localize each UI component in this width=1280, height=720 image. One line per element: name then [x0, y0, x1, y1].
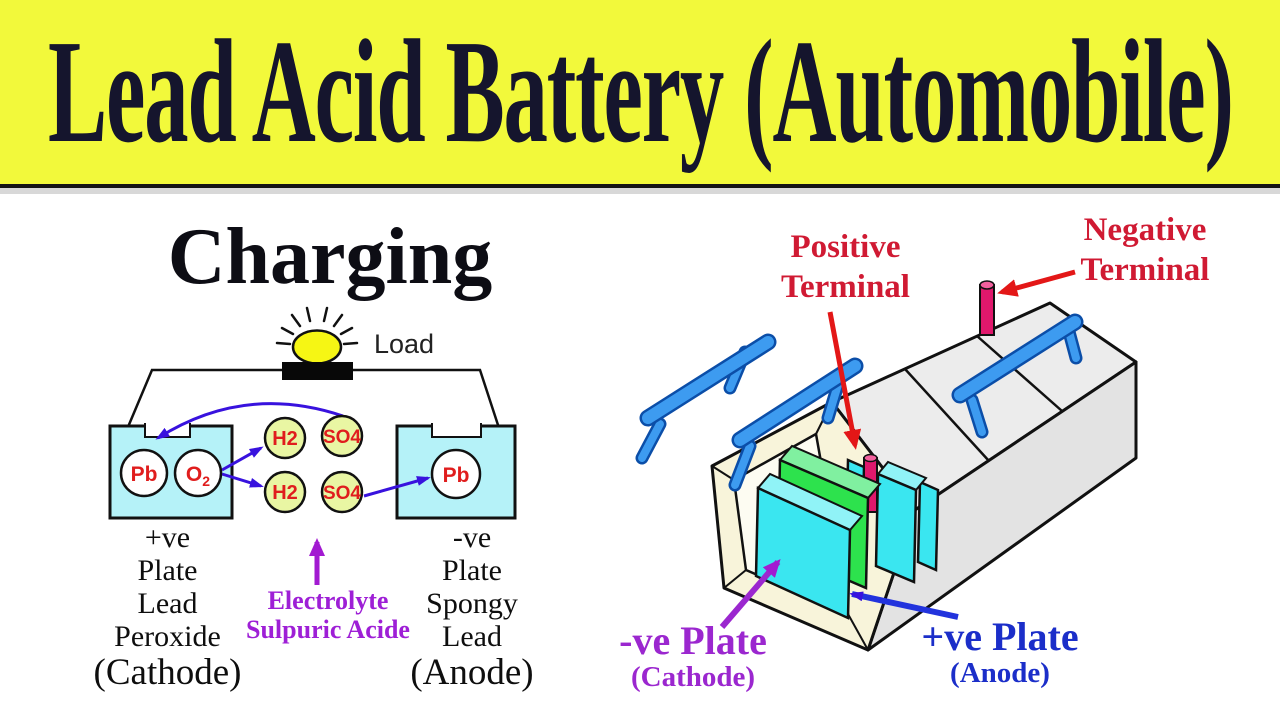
wire-right	[353, 368, 500, 426]
label-plate: Plate	[137, 554, 198, 587]
positive-plate-title: +ve Plate	[921, 614, 1079, 659]
battery-3d-illustration	[635, 269, 1138, 652]
load-label: Load	[374, 329, 435, 359]
cyan-plate-back-1	[874, 472, 918, 584]
so4-top-label: SO4	[323, 427, 361, 448]
o2-label: O2	[186, 463, 210, 489]
bulb-base	[282, 362, 353, 380]
electrolyte-label: Electrolyte Sulpuric Acide	[228, 586, 428, 644]
cell-divider-2	[976, 335, 1063, 412]
negative-plate-subtitle: (Cathode)	[630, 661, 756, 693]
label-peroxide: Peroxide	[114, 620, 221, 653]
electrolyte-line-2: Sulpuric Acide	[246, 615, 410, 644]
label-lead-2: Lead	[442, 620, 502, 653]
label-anode: (Anode)	[410, 652, 534, 693]
pb-left-label: Pb	[131, 463, 158, 486]
charging-title: Charging	[167, 213, 493, 301]
cathode-label-column: +ve Plate Lead Peroxide (Cathode)	[85, 521, 250, 693]
so4-bottom-label: SO4	[323, 483, 361, 504]
connector-bar-outer-left	[635, 333, 777, 465]
cyan-plate-back-2	[916, 480, 940, 572]
label-cathode: (Cathode)	[93, 652, 242, 693]
positive-plate-arrow	[849, 591, 959, 620]
o2-sub: 2	[202, 473, 210, 489]
load-bulb-icon	[291, 329, 343, 365]
positive-terminal-line-2: Terminal	[781, 269, 910, 305]
negative-terminal-label: Negative Terminal	[1060, 210, 1230, 290]
pb-circle-left	[119, 448, 169, 498]
label-lead: Lead	[137, 587, 198, 620]
connector-bar-top-face	[951, 313, 1084, 439]
arrow-so4-to-anode	[363, 476, 431, 498]
cyan-plate-front	[754, 486, 852, 620]
arrow-o2-to-h2-top	[221, 446, 264, 472]
so4-circle-top	[320, 414, 364, 458]
positive-plate-label: +ve Plate (Anode)	[900, 616, 1100, 689]
so4-circle-bottom	[320, 470, 364, 514]
anode-label-column: -ve Plate Spongy Lead (Anode)	[392, 521, 552, 693]
arrow-o2-to-h2-bottom	[221, 472, 264, 488]
negative-terminal-line-2: Terminal	[1080, 252, 1210, 288]
h2-circle-top	[263, 416, 307, 460]
arrow-so4-to-cathode	[155, 402, 344, 440]
positive-terminal-label: Positive Terminal	[763, 227, 928, 307]
page-title: Lead Acid Battery (Automobile)	[47, 10, 1234, 174]
bulb-rays-icon	[275, 306, 359, 346]
positive-terminal-line-1: Positive	[790, 229, 901, 265]
label-plus-ve: +ve	[144, 521, 191, 554]
positive-terminal-arrow	[827, 311, 862, 450]
negative-terminal-post	[979, 284, 995, 336]
negative-plate-label: -ve Plate (Cathode)	[598, 620, 788, 693]
h2-bottom-label: H2	[272, 482, 298, 504]
connector-bar-rim	[728, 357, 864, 492]
o2-circle	[173, 448, 223, 498]
negative-post-top	[979, 280, 995, 290]
negative-plate-title: -ve Plate	[619, 618, 767, 663]
o2-main: O	[186, 463, 202, 486]
label-plate-2: Plate	[442, 554, 502, 587]
positive-post-top	[863, 453, 878, 463]
label-spongy: Spongy	[426, 587, 518, 620]
pb-circle-right	[430, 448, 482, 500]
pb-right-label: Pb	[443, 464, 470, 487]
electrolyte-line-1: Electrolyte	[267, 586, 389, 615]
cell-divider-1	[904, 368, 990, 462]
negative-plate-arrow	[719, 558, 781, 629]
header-banner: Lead Acid Battery (Automobile)	[0, 0, 1280, 188]
label-minus-ve: -ve	[452, 521, 492, 554]
h2-circle-bottom	[263, 470, 307, 514]
h2-top-label: H2	[272, 428, 298, 450]
charging-circuit-diagram: Pb O2 H2 SO4 H2 SO4 Pb	[108, 306, 517, 585]
right-container-notch	[431, 423, 482, 438]
ion-flow-arrows	[155, 402, 431, 498]
positive-plate-subtitle: (Anode)	[950, 657, 1050, 689]
negative-terminal-line-1: Negative	[1083, 212, 1207, 248]
cell-connectors	[635, 313, 1084, 492]
negative-terminal-arrow	[997, 269, 1076, 297]
wire-left	[126, 368, 282, 428]
